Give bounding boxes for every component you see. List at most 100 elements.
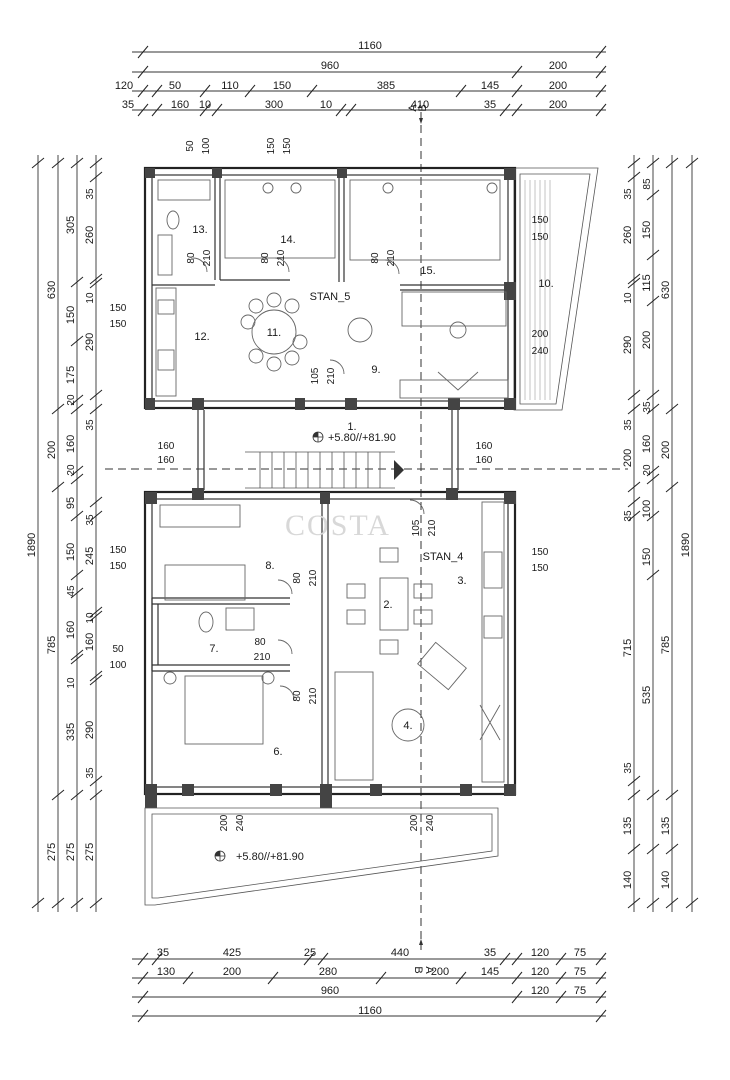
dim-left-in2-11: 275 (84, 843, 96, 861)
dim-bot-row2-0: 130 (157, 966, 175, 978)
dim-right-in1-2: 10 (623, 292, 634, 304)
dim-right-in2-4: 35 (642, 401, 653, 413)
dim-left-in1-0: 305 (65, 216, 77, 234)
op-up-13-a: 50 (185, 140, 196, 152)
dim-right-in1-4: 35 (623, 419, 634, 431)
op-stair-left-b: 160 (158, 455, 175, 466)
op-lo-entry-a: 105 (411, 519, 422, 536)
op-lo-d7-b: 210 (254, 652, 271, 663)
op-lo-6-a: 200 (219, 814, 230, 831)
level-landing: +5.80//+81.90 (328, 432, 396, 444)
dim-left-in1-11: 335 (65, 723, 77, 741)
op-up-14-b: 150 (282, 137, 293, 154)
room-4-label: 4. (403, 720, 412, 732)
op-up-9-a: 200 (532, 329, 549, 340)
room-13-label: 13. (192, 224, 207, 236)
dim-right-mid-2: 785 (660, 636, 672, 654)
dim-bot-row3-2: 75 (574, 985, 586, 997)
op-lo-8-b: 150 (110, 561, 127, 572)
dim-left-in1-3: 20 (66, 394, 77, 406)
section-b-top: B (417, 104, 429, 111)
dim-left-in1-10: 10 (66, 677, 77, 689)
dim-bot-row1-3: 440 (391, 947, 409, 959)
dim-right-in1-11: 140 (622, 871, 634, 889)
dim-right-mid-0: 630 (660, 281, 672, 299)
dim-left-in1-5: 20 (66, 464, 77, 476)
left-dimension-chains: 1890 630 200 785 275 305 150 175 20 160 … (26, 155, 103, 912)
level-marker-landing (312, 431, 324, 443)
stairwell: 1. +5.80//+81.90 160 160 160 160 (158, 410, 493, 490)
upper-opening-labels: 50 100 150 150 80 210 80 210 80 210 150 … (110, 137, 549, 384)
top-dimension-chains: 1160 960 200 120 50 110 150 385 145 200 … (115, 40, 607, 117)
dim-left-in2-0: 35 (85, 188, 96, 200)
room-2-label: 2. (383, 599, 392, 611)
dim-left-mid-1: 200 (46, 441, 58, 459)
room-10-label: 10. (538, 278, 553, 290)
dim-right-in2-0: 85 (642, 178, 653, 190)
dim-top-row2-3: 150 (273, 80, 291, 92)
dim-top-row3-7: 200 (549, 99, 567, 111)
room-1-label: 1. (347, 421, 356, 433)
op-lo-8-a: 150 (110, 545, 127, 556)
dim-right-in1-7: 150 (641, 548, 653, 566)
room-15-label: 15. (420, 265, 435, 277)
op-stair-right-b: 160 (476, 455, 493, 466)
room-11-label: 11. (267, 327, 281, 339)
dim-right-total: 1890 (680, 533, 692, 557)
dim-right-in2-7: 100 (641, 500, 653, 518)
upper-room-labels: 13. 14. 15. 10. 12. 11. 9. STAN_5 (192, 224, 553, 376)
dim-right-in1-3: 290 (622, 336, 634, 354)
dim-bot-row3-0: 960 (321, 985, 339, 997)
dim-left-in2-9: 290 (84, 721, 96, 739)
dim-right-in1-5: 200 (622, 449, 634, 467)
dim-right-in2-5: 20 (642, 464, 653, 476)
op-lo-d8-a: 80 (292, 572, 303, 584)
dim-bot-row2-6: 75 (574, 966, 586, 978)
dim-top-row3-6: 35 (484, 99, 496, 111)
op-lo-d6-b: 210 (308, 687, 319, 704)
op-lo-d7-a: 80 (254, 637, 266, 648)
room-9-label: 9. (371, 364, 380, 376)
room-6-label: 6. (273, 746, 282, 758)
dim-left-in2-4: 35 (85, 419, 96, 431)
op-up-14-a: 150 (266, 137, 277, 154)
dim-left-in1-8: 45 (66, 585, 77, 597)
dim-top-row3-2: 10 (199, 99, 211, 111)
dim-bot-row1-6: 75 (574, 947, 586, 959)
dim-right-in2-9: 135 (660, 817, 672, 835)
op-stair-left-a: 160 (158, 441, 175, 452)
dim-top-total: 1160 (358, 40, 382, 52)
dim-left-in2-2: 10 (85, 292, 96, 304)
dim-right-in2-10: 140 (660, 871, 672, 889)
dim-left-in2-1: 260 (84, 226, 96, 244)
op-up-9-b: 240 (532, 346, 549, 357)
dim-left-in2-3: 290 (84, 333, 96, 351)
dim-right-in1-8: 715 (622, 639, 634, 657)
dim-bot-row2-5: 120 (531, 966, 549, 978)
room-8-label: 8. (265, 560, 274, 572)
dim-left-in1-4: 160 (65, 435, 77, 453)
dim-right-in2-6: 160 (641, 435, 653, 453)
op-lo-3-b: 150 (532, 563, 549, 574)
dim-bot-row1-1: 425 (223, 947, 241, 959)
dim-top-row2-2: 110 (221, 80, 239, 92)
unit-upper-label: STAN_5 (310, 291, 351, 303)
op-lo-entry-b: 210 (427, 519, 438, 536)
op-up-12-a: 150 (110, 303, 127, 314)
op-up-d15-a: 80 (370, 252, 381, 264)
op-lo-4-b: 240 (425, 814, 436, 831)
dim-left-in2-8: 160 (84, 633, 96, 651)
room-7-label: 7. (209, 643, 218, 655)
unit-lower-label: STAN_4 (423, 551, 464, 563)
dim-bot-row2-1: 200 (223, 966, 241, 978)
room-14-label: 14. (280, 234, 295, 246)
dim-left-in2-5: 35 (85, 514, 96, 526)
dim-left-total: 1890 (26, 533, 38, 557)
watermark: COSTA (285, 509, 391, 542)
dim-top-row2-1: 50 (169, 80, 181, 92)
lower-opening-labels: 150 150 50 100 150 150 80 210 80 210 80 … (110, 519, 549, 831)
lower-apartment (143, 488, 517, 906)
op-lo-d6-a: 80 (292, 690, 303, 702)
op-up-13-b: 100 (201, 137, 212, 154)
dim-bot-row2-2: 280 (319, 966, 337, 978)
